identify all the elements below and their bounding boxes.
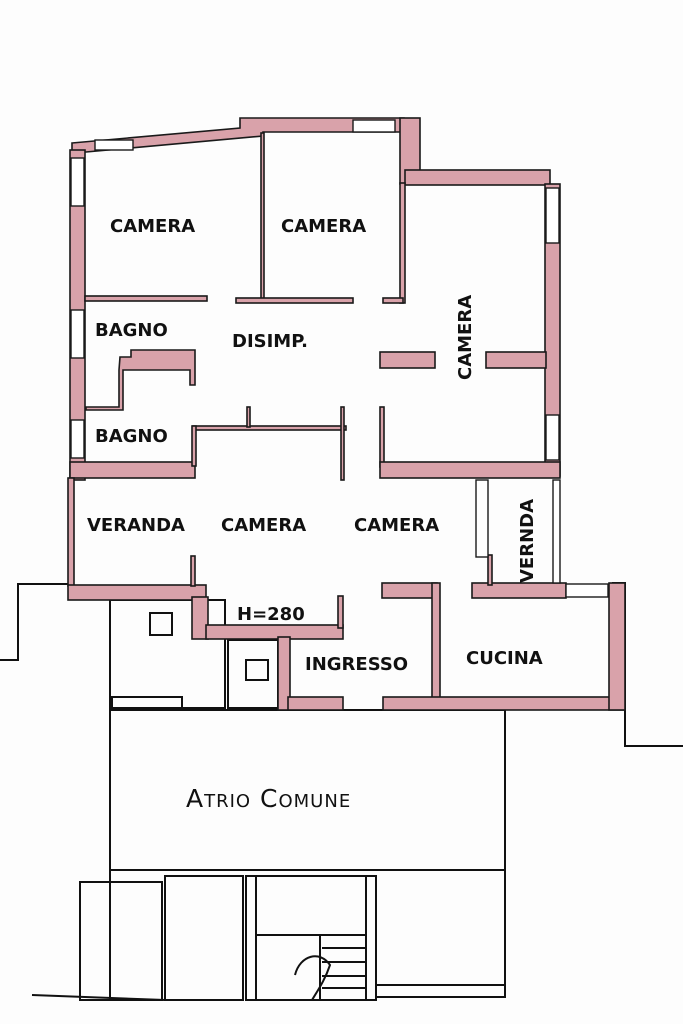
label-veranda: VERANDA [87,515,185,536]
building-outline [0,582,683,1001]
label-camera-lower-left: CAMERA [221,515,306,536]
windows [70,119,609,598]
walls [67,117,626,711]
label-disimp: DISIMP. [232,331,308,352]
label-atrio-comune: Atrio Comune [186,784,351,813]
label-bagno-upper: BAGNO [95,320,168,341]
stairs [255,934,367,1001]
label-bagno-lower: BAGNO [95,426,168,447]
label-camera-lower-right: CAMERA [354,515,439,536]
label-verandina: VERNDA [517,499,538,583]
label-camera-right: CAMERA [455,295,476,380]
label-height: H=280 [237,604,305,625]
label-cucina: CUCINA [466,648,543,669]
label-camera-top-left: CAMERA [110,216,195,237]
label-camera-top-middle: CAMERA [281,216,366,237]
label-ingresso: INGRESSO [305,654,408,675]
